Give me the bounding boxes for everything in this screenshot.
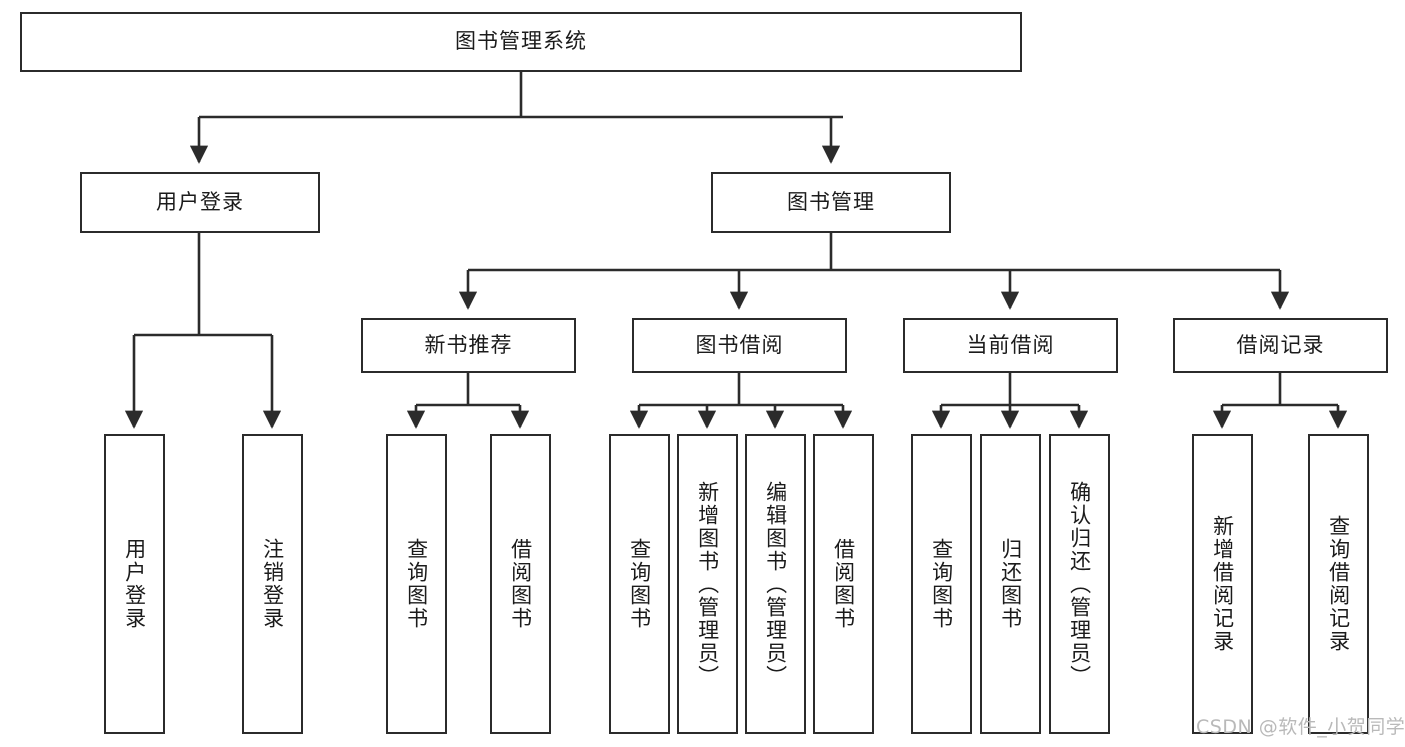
node-current-borrow[interactable]: 当前借阅 [903,318,1118,373]
node-book-borrow[interactable]: 图书借阅 [632,318,847,373]
node-root[interactable]: 图书管理系统 [20,12,1022,72]
node-leaf-query-book-2[interactable]: 查询图书 [609,434,670,734]
node-leaf-edit-book[interactable]: 编辑图书（管理员） [745,434,806,734]
node-leaf-borrow-book-1[interactable]: 借阅图书 [490,434,551,734]
node-leaf-add-record-label: 新增借阅记录 [1210,515,1235,653]
node-leaf-query-record-label: 查询借阅记录 [1326,515,1351,653]
node-leaf-confirm-return[interactable]: 确认归还（管理员） [1049,434,1110,734]
node-leaf-query-record[interactable]: 查询借阅记录 [1308,434,1369,734]
node-leaf-add-book-label: 新增图书（管理员） [695,480,720,688]
node-leaf-query-book-2-label: 查询图书 [627,538,652,630]
node-leaf-user-login[interactable]: 用户登录 [104,434,165,734]
node-new-book-recommend-label: 新书推荐 [424,332,513,357]
node-leaf-query-book-1[interactable]: 查询图书 [386,434,447,734]
node-leaf-query-book-1-label: 查询图书 [404,538,429,630]
node-root-label: 图书管理系统 [455,29,587,54]
node-new-book-recommend[interactable]: 新书推荐 [361,318,576,373]
node-leaf-edit-book-label: 编辑图书（管理员） [763,480,788,688]
node-leaf-query-book-3-label: 查询图书 [929,538,954,630]
node-leaf-confirm-return-label: 确认归还（管理员） [1067,480,1092,688]
node-leaf-borrow-book-2-label: 借阅图书 [831,538,856,630]
node-borrow-record[interactable]: 借阅记录 [1173,318,1388,373]
node-borrow-record-label: 借阅记录 [1236,332,1325,357]
node-book-manage[interactable]: 图书管理 [711,172,951,233]
node-leaf-user-login-label: 用户登录 [122,538,147,630]
node-current-borrow-label: 当前借阅 [966,332,1055,357]
node-leaf-borrow-book-1-label: 借阅图书 [508,538,533,630]
node-book-borrow-label: 图书借阅 [695,332,784,357]
node-leaf-user-logout-label: 注销登录 [260,538,285,630]
node-leaf-return-book[interactable]: 归还图书 [980,434,1041,734]
node-leaf-add-book[interactable]: 新增图书（管理员） [677,434,738,734]
node-leaf-query-book-3[interactable]: 查询图书 [911,434,972,734]
csdn-watermark: CSDN @软件_小贺同学 [1196,716,1405,738]
node-user-login[interactable]: 用户登录 [80,172,320,233]
node-leaf-user-logout[interactable]: 注销登录 [242,434,303,734]
node-leaf-borrow-book-2[interactable]: 借阅图书 [813,434,874,734]
node-leaf-return-book-label: 归还图书 [998,538,1023,630]
node-user-login-label: 用户登录 [156,189,244,214]
node-book-manage-label: 图书管理 [787,189,875,214]
node-leaf-add-record[interactable]: 新增借阅记录 [1192,434,1253,734]
